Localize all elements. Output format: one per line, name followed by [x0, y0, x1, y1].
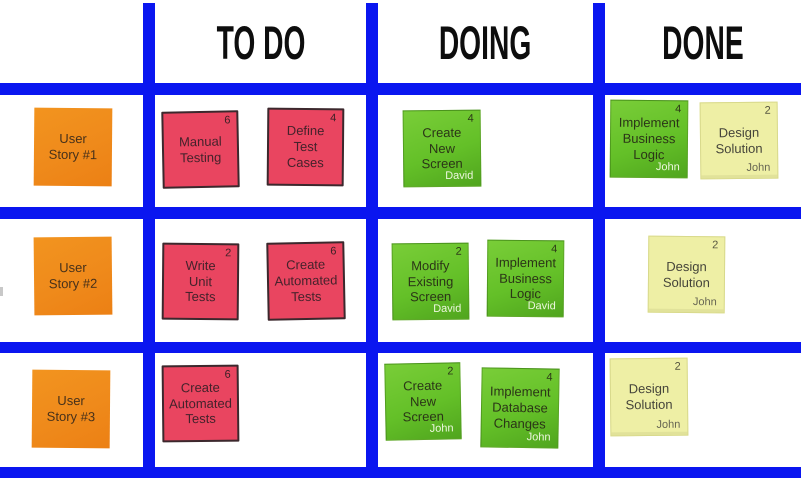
assignee-label: John	[746, 161, 771, 174]
story-points: 6	[224, 114, 231, 127]
grid-horizontal-line-3	[0, 342, 801, 353]
note-text: Create New Screen	[402, 377, 445, 425]
sticky-note-create-automated-tests-1[interactable]: 6 Create Automated Tests	[266, 241, 346, 321]
note-text: Manual Testing	[178, 133, 222, 165]
grid-vertical-line-3	[593, 3, 605, 478]
note-text: User Story #1	[48, 131, 98, 163]
sticky-note-write-unit-tests[interactable]: 2 Write Unit Tests	[161, 242, 240, 321]
note-text: Create Automated Tests	[168, 379, 233, 427]
sticky-note-implement-business-logic-2[interactable]: 4 Implement Business Logic David	[486, 239, 565, 318]
story-points: 2	[764, 104, 771, 117]
note-text: Design Solution	[625, 380, 673, 413]
column-header-doing-label: DOING	[439, 15, 532, 69]
column-header-done-label: DONE	[662, 15, 744, 69]
note-text: Implement Business Logic	[618, 114, 680, 163]
note-text: User Story #3	[46, 393, 96, 425]
sticky-note-implement-database-changes[interactable]: 4 Implement Database Changes John	[480, 367, 560, 449]
note-text: Modify Existing Screen	[407, 257, 454, 305]
story-points: 4	[467, 112, 474, 125]
sticky-note-modify-existing-screen[interactable]: 2 Modify Existing Screen David	[391, 242, 470, 321]
note-text: Implement Database Changes	[489, 383, 551, 432]
note-text: User Story #2	[48, 259, 98, 292]
sticky-note-user-story-1[interactable]: User Story #1	[33, 107, 113, 187]
sticky-note-create-new-screen-2[interactable]: 2 Create New Screen John	[384, 362, 462, 441]
grid-horizontal-line-1	[0, 83, 801, 95]
sticky-note-create-automated-tests-2[interactable]: 6 Create Automated Tests	[161, 364, 240, 443]
sticky-note-define-test-cases[interactable]: 4 Define Test Cases	[266, 107, 345, 187]
stray-mark	[0, 287, 3, 296]
grid-horizontal-line-2	[0, 207, 801, 219]
note-text: Write Unit Tests	[185, 257, 216, 305]
sticky-note-create-new-screen-1[interactable]: 4 Create New Screen David	[402, 109, 482, 188]
assignee-label: John	[656, 418, 681, 431]
story-points: 6	[224, 368, 231, 381]
note-text: Create New Screen	[421, 124, 463, 172]
note-text: Define Test Cases	[286, 123, 325, 171]
story-points: 4	[546, 371, 553, 384]
sticky-note-user-story-3[interactable]: User Story #3	[31, 369, 111, 449]
story-points: 4	[551, 243, 558, 256]
story-points: 2	[674, 360, 681, 373]
column-header-done: DONE	[605, 13, 801, 71]
assignee-label: John	[429, 422, 454, 435]
story-points: 2	[455, 245, 462, 258]
column-header-todo: TO DO	[155, 13, 366, 71]
column-header-doing: DOING	[378, 13, 593, 71]
assignee-label: David	[527, 300, 556, 313]
note-text: Design Solution	[662, 258, 710, 290]
assignee-label: David	[433, 302, 462, 315]
note-text: Implement Business Logic	[495, 254, 557, 302]
grid-vertical-line-2	[366, 3, 378, 478]
story-points: 2	[712, 239, 719, 252]
note-text: Design Solution	[715, 124, 763, 156]
assignee-label: John	[655, 161, 680, 174]
sticky-note-user-story-2[interactable]: User Story #2	[33, 236, 113, 316]
grid-horizontal-line-4	[0, 467, 801, 478]
column-header-todo-label: TO DO	[216, 15, 305, 69]
sticky-note-manual-testing[interactable]: 6 Manual Testing	[161, 110, 240, 189]
assignee-label: John	[526, 431, 551, 444]
assignee-label: John	[692, 296, 717, 309]
note-text: Create Automated Tests	[274, 256, 338, 305]
sticky-note-implement-business-logic-1[interactable]: 4 Implement Business Logic John	[609, 99, 689, 179]
story-points: 2	[447, 365, 454, 378]
sticky-note-design-solution-2[interactable]: 2 Design Solution John	[647, 235, 726, 314]
story-points: 2	[225, 247, 232, 260]
assignee-label: David	[445, 169, 474, 182]
sticky-note-design-solution-3[interactable]: 2 Design Solution John	[609, 357, 689, 437]
sticky-note-design-solution-1[interactable]: 2 Design Solution John	[699, 101, 779, 180]
story-points: 4	[675, 103, 682, 116]
story-points: 6	[330, 245, 337, 258]
grid-vertical-line-1	[143, 3, 155, 478]
story-points: 4	[330, 112, 337, 125]
